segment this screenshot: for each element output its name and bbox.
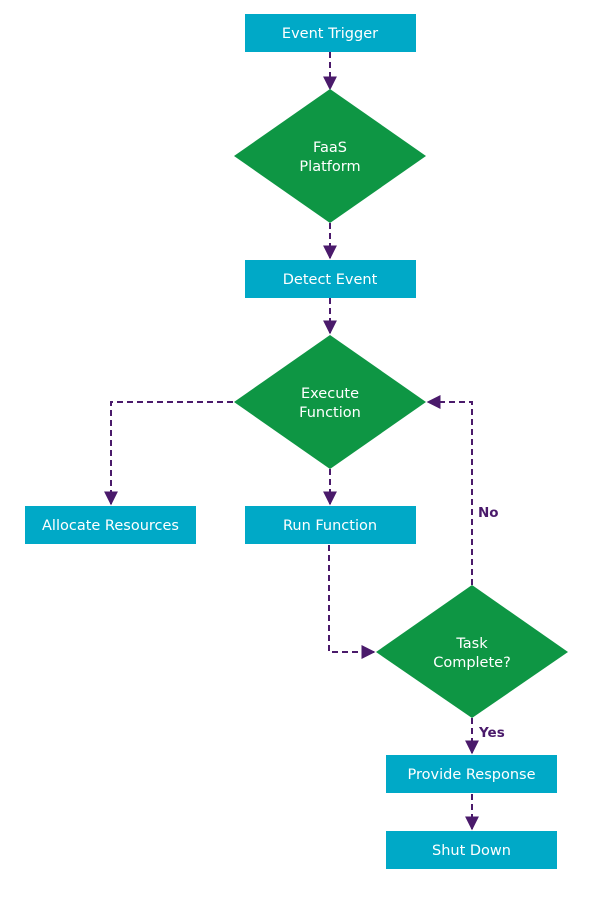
edge-label-yes: Yes [478,725,505,741]
node-provide-response-label: Provide Response [408,767,536,783]
node-shut-down-label: Shut Down [432,843,511,859]
node-task-complete: Task Complete? [376,585,568,718]
node-faas-platform-label-line2: Platform [299,159,360,175]
node-task-complete-label-line2: Complete? [433,655,511,671]
edge-task-no-to-execute [426,395,473,585]
node-allocate-resources-label: Allocate Resources [42,518,179,534]
node-execute-function: Execute Function [234,335,426,469]
edge-run-to-task [328,545,376,659]
node-task-complete-label-line1: Task [455,636,488,652]
node-shut-down: Shut Down [386,831,557,869]
node-run-function-label: Run Function [283,518,377,534]
node-run-function: Run Function [245,506,416,544]
node-allocate-resources: Allocate Resources [25,506,196,544]
node-execute-function-label-line2: Function [299,405,361,421]
node-execute-function-label-line1: Execute [301,386,359,402]
edge-execute-to-allocate [104,401,233,506]
node-faas-platform: FaaS Platform [234,89,426,223]
edge-label-no: No [478,505,499,521]
node-provide-response: Provide Response [386,755,557,793]
node-detect-event: Detect Event [245,260,416,298]
node-event-trigger-label: Event Trigger [282,26,378,42]
node-event-trigger: Event Trigger [245,14,416,52]
node-detect-event-label: Detect Event [283,272,378,288]
node-faas-platform-label-line1: FaaS [313,140,347,156]
